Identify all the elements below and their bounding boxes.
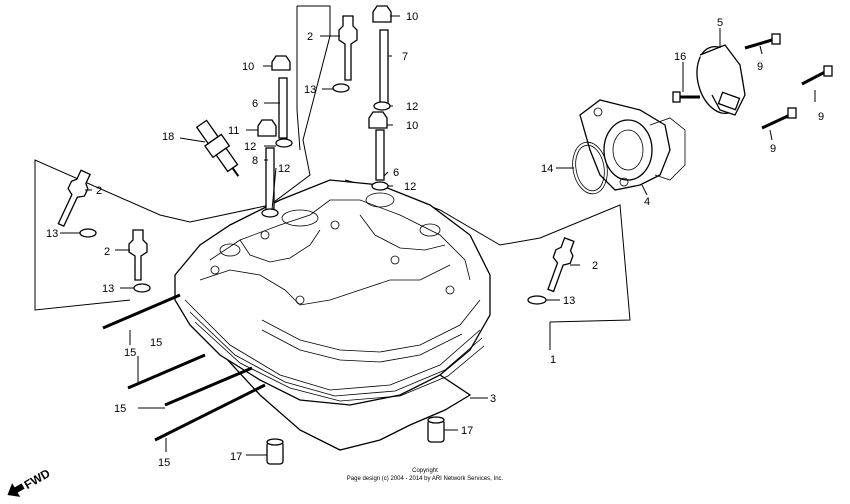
valve-guide-2c xyxy=(128,229,148,281)
copyright-line-2: Page design (c) 2004 - 2014 by ARI Netwo… xyxy=(347,476,504,482)
cap-nut-10a xyxy=(271,55,291,71)
washer-12d xyxy=(371,181,389,191)
nut-11 xyxy=(257,119,277,137)
dowel-17a xyxy=(266,438,284,465)
callout-15: 15 xyxy=(150,337,162,349)
callout-13: 13 xyxy=(46,228,58,240)
o-ring-13a xyxy=(332,83,350,93)
callout-13: 13 xyxy=(563,295,575,307)
callout-12: 12 xyxy=(278,163,290,175)
stud-6a xyxy=(278,77,288,139)
dowel-17b xyxy=(427,416,445,443)
callout-6: 6 xyxy=(393,167,399,179)
callout-10: 10 xyxy=(406,120,418,132)
cylinder-head xyxy=(174,179,491,451)
valve-guide-2b xyxy=(57,169,91,228)
callout-17: 17 xyxy=(230,451,242,463)
valve-guide-2a xyxy=(338,15,358,81)
callout-8: 8 xyxy=(252,155,258,167)
leader-lines xyxy=(60,15,816,456)
forward-direction-indicator: FWD xyxy=(7,466,53,497)
callout-2: 2 xyxy=(96,185,102,197)
callout-labels: 1 2 2 2 2 3 4 5 6 6 7 8 9 9 9 10 10 10 1… xyxy=(46,11,824,469)
stud-7 xyxy=(379,29,389,106)
screw-9b xyxy=(801,65,833,86)
callout-13: 13 xyxy=(304,84,316,96)
washer-12b xyxy=(373,101,391,111)
callout-9: 9 xyxy=(818,111,824,123)
callout-6: 6 xyxy=(252,98,258,110)
callout-5: 5 xyxy=(717,17,723,29)
washer-12c xyxy=(261,208,279,218)
copyright-line-1: Copyright xyxy=(412,468,438,474)
callout-7: 7 xyxy=(402,51,408,63)
callout-1: 1 xyxy=(550,354,556,366)
cap-nut-10b xyxy=(372,5,392,23)
stud-6b xyxy=(375,129,385,181)
callout-2: 2 xyxy=(104,246,110,258)
fwd-label: FWD xyxy=(22,466,53,492)
washer-12a xyxy=(275,138,293,148)
intake-manifold xyxy=(579,99,686,191)
callout-18: 18 xyxy=(162,131,174,143)
o-ring-13c xyxy=(133,283,151,293)
callout-10: 10 xyxy=(406,11,418,23)
callout-12: 12 xyxy=(244,141,256,153)
callout-4: 4 xyxy=(644,196,650,208)
hose-clamp xyxy=(696,44,746,116)
callout-16: 16 xyxy=(674,51,686,63)
callout-15: 15 xyxy=(158,457,170,469)
valve-guide-2d xyxy=(547,237,575,293)
o-ring-14 xyxy=(572,141,608,195)
o-ring-13b xyxy=(79,228,97,238)
callout-15: 15 xyxy=(114,403,126,415)
screw-9a xyxy=(744,33,781,50)
callout-9: 9 xyxy=(770,143,776,155)
o-ring-13d xyxy=(527,295,547,305)
callout-14: 14 xyxy=(541,163,553,175)
forward-arrow-icon xyxy=(7,483,25,497)
callout-2: 2 xyxy=(592,260,598,272)
callout-12: 12 xyxy=(406,101,418,113)
callout-10: 10 xyxy=(242,61,254,73)
callout-11: 11 xyxy=(228,125,239,137)
dowel-pins xyxy=(102,293,266,442)
callout-12: 12 xyxy=(404,181,416,193)
callout-17: 17 xyxy=(461,425,473,437)
callout-3: 3 xyxy=(490,393,496,405)
cap-nut-10c xyxy=(368,111,388,129)
callout-2: 2 xyxy=(307,31,313,43)
screw-16 xyxy=(672,91,700,103)
callout-15: 15 xyxy=(124,347,136,359)
callout-9: 9 xyxy=(757,61,763,73)
screw-9c xyxy=(761,107,797,130)
copyright-notice: Copyright Page design (c) 2004 - 2014 by… xyxy=(347,468,504,482)
callout-13: 13 xyxy=(102,283,114,295)
spark-plug xyxy=(195,119,240,177)
